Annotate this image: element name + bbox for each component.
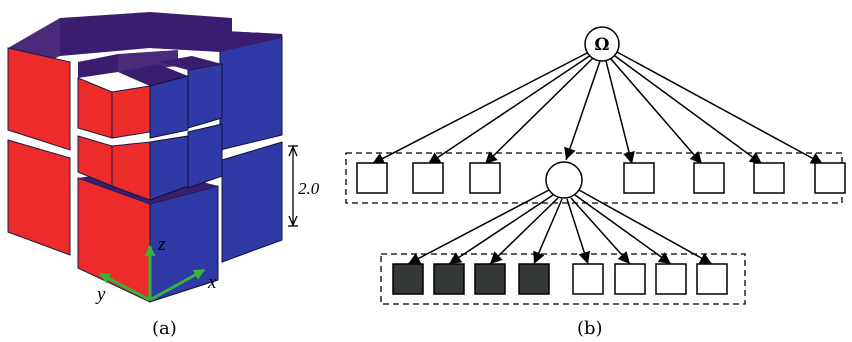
leaf-node-empty [412, 162, 444, 194]
tree-edge [489, 197, 559, 265]
leaf-node-empty [356, 162, 388, 194]
leaf-node-filled [392, 263, 424, 295]
tree-edge [616, 51, 824, 165]
leaf-node-filled [518, 263, 550, 295]
level2-group-frame [380, 253, 746, 305]
tree-edge [407, 189, 550, 265]
tree-edge [564, 60, 601, 161]
tree-edge [610, 58, 703, 165]
cube-red-face [111, 85, 151, 139]
tree-edge [605, 60, 635, 165]
cube-top-face [78, 54, 118, 78]
y-axis-arrow [99, 272, 151, 302]
cube-top-face [150, 30, 282, 52]
root-node [584, 26, 620, 62]
cube-blue-face [221, 141, 283, 263]
panel-b-caption: (b) [577, 318, 603, 339]
tree-edge [484, 56, 595, 165]
leaf-node-empty [614, 263, 646, 295]
y-axis-label: y [95, 284, 106, 305]
internal-node-edges [407, 189, 713, 265]
cube-blue-face [187, 123, 223, 189]
dimension-arrow-up [288, 145, 298, 157]
tree-edge [371, 51, 590, 165]
cube-blue-face [187, 63, 223, 129]
leaf-node-filled [474, 263, 506, 295]
dimension-label: 2.0 [298, 179, 320, 198]
leaf-node-empty [753, 162, 785, 194]
leaf-node-empty [572, 263, 604, 295]
tree-diagram: Ω [345, 26, 846, 305]
leaf-node-empty [693, 162, 725, 194]
leaf-node-empty [655, 263, 687, 295]
leaf-node-empty [696, 263, 728, 295]
tree-edge [574, 194, 672, 265]
dimension-arrow-down [288, 215, 298, 227]
tree-edge [533, 198, 563, 265]
x-axis-arrow [149, 268, 205, 302]
leaf-node-empty [623, 162, 655, 194]
cube-red-face [77, 77, 113, 139]
level1-nodes [356, 161, 846, 199]
cube-blue-face [149, 75, 189, 139]
panel-a-caption: (a) [152, 318, 177, 339]
tree-edge [566, 198, 591, 265]
cube-top-face [158, 56, 222, 70]
cube-top-face [60, 12, 150, 56]
tree-edge [570, 197, 631, 265]
x-axis-label: x [207, 272, 217, 293]
root-node-label: Ω [594, 35, 609, 55]
cube-blue-face [219, 35, 283, 151]
root-edges [371, 51, 824, 165]
internal-node [545, 161, 583, 199]
leaf-node-filled [433, 263, 465, 295]
leaf-node-empty [814, 162, 846, 194]
level2-nodes [392, 263, 728, 295]
octree-cube-illustration: z x y 2.0 [7, 12, 320, 305]
tree-edge [578, 189, 713, 265]
cube-red-face [7, 139, 71, 256]
tree-edge [614, 55, 763, 165]
cube-red-face [7, 47, 71, 151]
tree-edge [448, 194, 554, 265]
leaf-node-empty [469, 162, 501, 194]
z-axis-label: z [157, 234, 166, 255]
tree-edge [427, 54, 592, 165]
